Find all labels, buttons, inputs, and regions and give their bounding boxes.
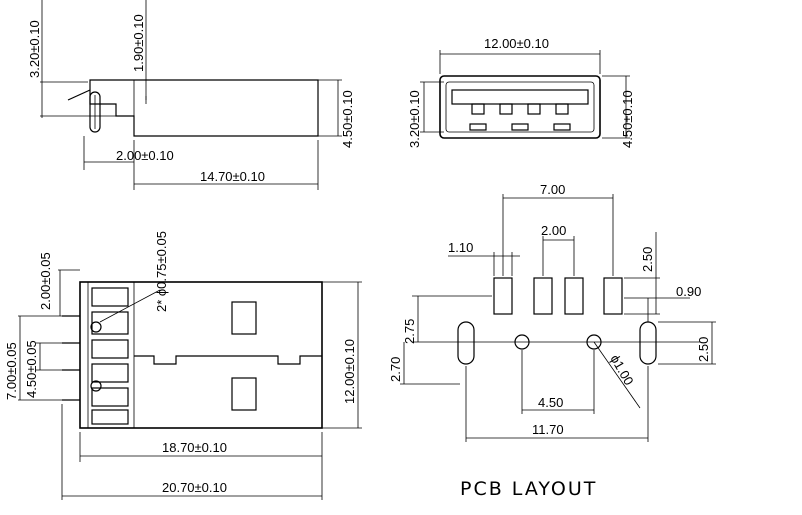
top-view: 2* ϕ0.75±0.05 2.00±0.05 7.00±0.05 4.50±0… — [4, 231, 362, 500]
pcb-slot-span-dim: 11.70 — [532, 422, 564, 437]
top-view-pin-pitch-dim: 2.00±0.05 — [38, 252, 53, 310]
pcb-pad-3 — [564, 277, 584, 315]
side-view-body — [89, 79, 319, 137]
pcb-pad-4 — [603, 277, 623, 315]
side-view-offset-dim: 2.00±0.10 — [116, 148, 174, 163]
pcb-layout-title: PCB LAYOUT — [460, 478, 597, 500]
side-view-pin — [89, 91, 101, 133]
top-view-hole-dim: 2* ϕ0.75±0.05 — [154, 231, 169, 312]
top-view-total-length-dim: 20.70±0.10 — [162, 480, 227, 495]
pcb-layout: 7.00 2.00 1.10 2.50 0.90 2.50 2.75 2.70 … — [388, 182, 716, 500]
pcb-hole-span-dim: 4.50 — [538, 395, 563, 410]
pcb-slot-height-dim: 2.50 — [696, 337, 711, 362]
top-view-width-dim: 12.00±0.10 — [342, 339, 357, 404]
pcb-slot-offset-dim: 2.70 — [388, 357, 403, 382]
side-view-body-height-dim: 4.50±0.10 — [340, 90, 355, 148]
pcb-slot-left — [457, 321, 475, 365]
top-view-outer-pins-dim: 7.00±0.05 — [4, 342, 19, 400]
pcb-pad-2 — [533, 277, 553, 315]
pcb-pad-height-dim: 2.50 — [640, 247, 655, 272]
top-view-hole-lower — [90, 380, 102, 392]
top-view-inner-pins-dim: 4.50±0.05 — [24, 340, 39, 398]
top-view-body — [79, 281, 323, 429]
front-view-width-dim: 12.00±0.10 — [484, 36, 549, 51]
pcb-pad-width-dim: 1.10 — [448, 240, 473, 255]
top-view-body-length-dim: 18.70±0.10 — [162, 440, 227, 455]
side-view-step-dim: 1.90±0.10 — [131, 14, 146, 72]
pcb-pad-pitch-dim: 2.00 — [541, 223, 566, 238]
side-view-height-dim: 3.20±0.10 — [27, 20, 42, 78]
pcb-row-offset-dim: 2.75 — [402, 319, 417, 344]
pcb-hole-dia-dim: ϕ1.00 — [607, 352, 636, 388]
front-view-inner-height-dim: 3.20±0.10 — [407, 90, 422, 148]
top-view-window-lower — [231, 377, 257, 411]
front-view-tongue — [451, 89, 589, 105]
top-view-hole-upper — [90, 321, 102, 333]
side-view-length-dim: 14.70±0.10 — [200, 169, 265, 184]
pcb-pad-span-dim: 7.00 — [540, 182, 565, 197]
side-view: 3.20±0.10 1.90±0.10 4.50±0.10 2.00±0.10 … — [27, 0, 355, 190]
pcb-pad-1 — [493, 277, 513, 315]
top-view-window-upper — [231, 301, 257, 335]
pcb-slot-right — [639, 321, 657, 365]
front-view-shell — [439, 75, 601, 139]
front-view: 12.00±0.10 3.20±0.10 4.50±0.10 — [407, 36, 635, 148]
pcb-pad-gap-dim: 0.90 — [676, 284, 701, 299]
front-view-height-dim: 4.50±0.10 — [620, 90, 635, 148]
